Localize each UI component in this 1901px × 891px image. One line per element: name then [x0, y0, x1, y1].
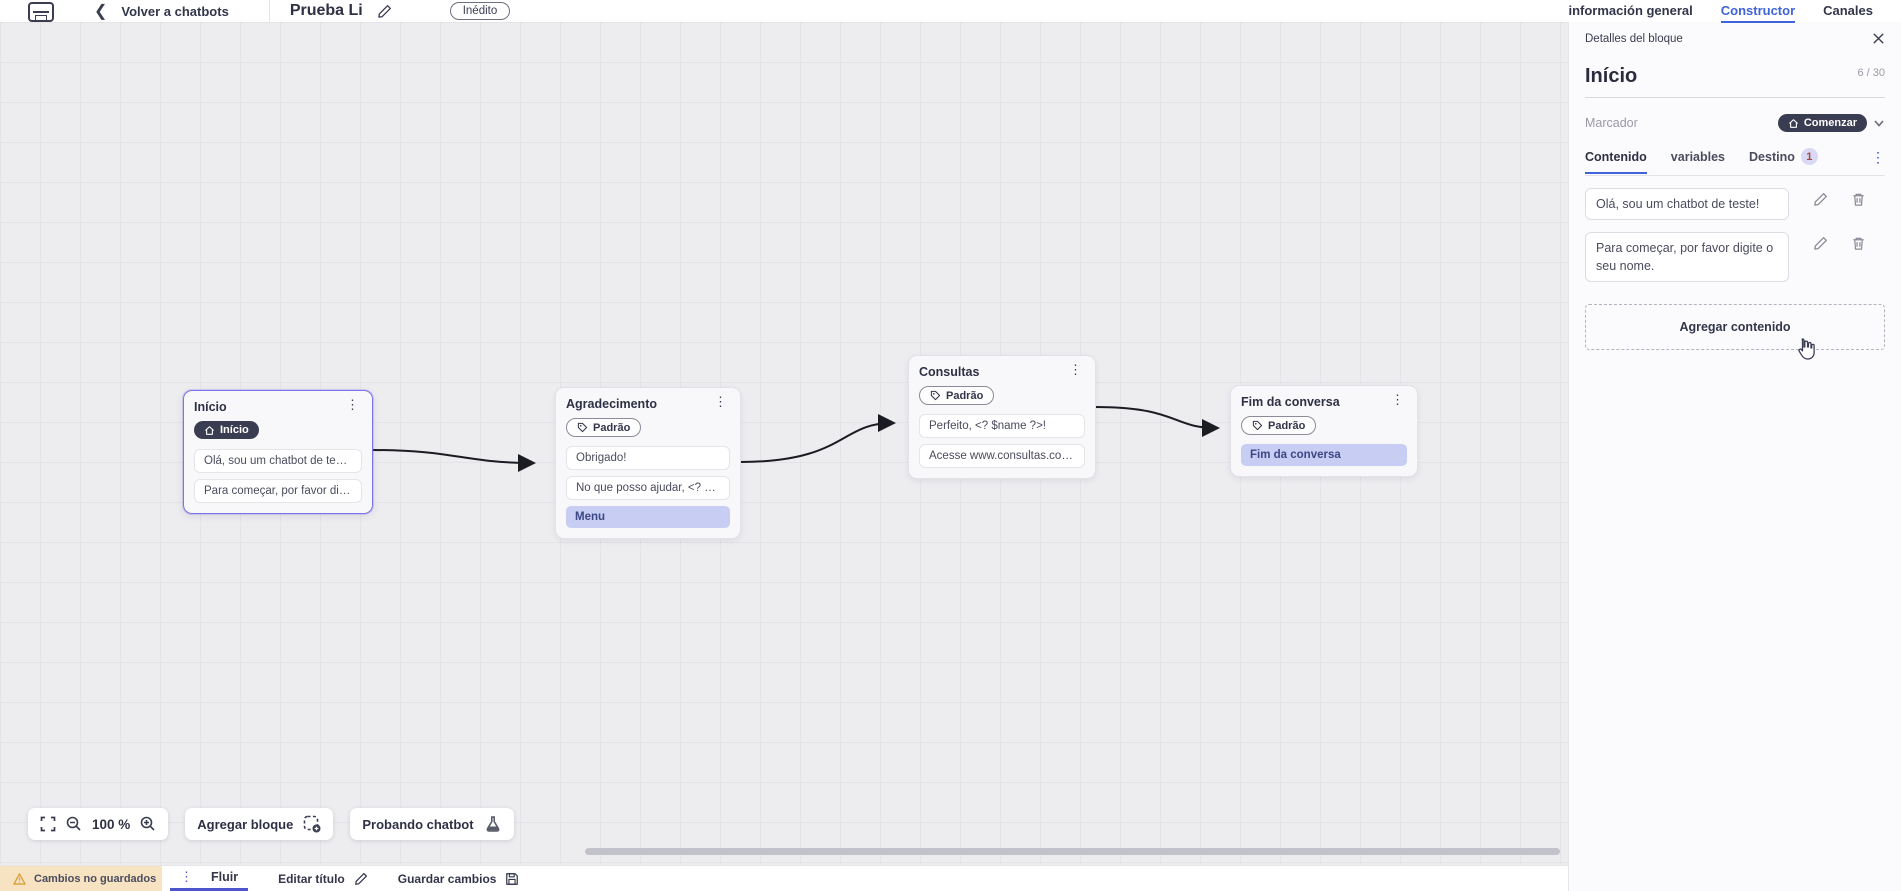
zoom-controls: 100 %	[28, 808, 169, 840]
char-counter: 6 / 30	[1857, 67, 1885, 79]
unsaved-changes-indicator: Cambios no guardados	[0, 866, 162, 891]
edge-agradecimento-consultas	[739, 414, 896, 463]
close-icon[interactable]	[1872, 32, 1885, 45]
bottombar: Cambios no guardados ⋮ Fluir Editar títu…	[0, 865, 1568, 891]
kebab-menu-icon[interactable]: ⋮	[1069, 362, 1082, 377]
block-title-input[interactable]: Início 6 / 30	[1585, 65, 1885, 98]
content-item: Olá, sou um chatbot de teste!	[1585, 188, 1885, 221]
kebab-menu-icon[interactable]: ⋮	[1871, 149, 1885, 165]
home-icon	[205, 425, 214, 435]
tab-variables[interactable]: variables	[1670, 149, 1726, 164]
flow-connections	[371, 406, 1220, 472]
content-text[interactable]: Olá, sou um chatbot de teste!	[1585, 188, 1789, 221]
node-agradecimento[interactable]: Agradecimento ⋮ Padrão Obrigado! No que …	[555, 387, 741, 539]
flow-tab-label: Fluir	[211, 870, 239, 884]
message-card[interactable]: Acesse www.consultas.com par...	[919, 444, 1085, 468]
edit-content-icon[interactable]	[1813, 236, 1828, 251]
status-badge: Inédito	[449, 2, 511, 20]
canvas-toolbar: 100 % Agregar bloque Probando chatbot	[28, 808, 514, 840]
tab-destino[interactable]: Destino 1	[1749, 148, 1818, 175]
start-badge: Início	[194, 421, 259, 439]
panel-tabs: Contenido variables Destino 1 ⋮	[1585, 148, 1885, 176]
chevron-down-icon[interactable]	[1873, 117, 1885, 129]
edit-content-icon[interactable]	[1813, 192, 1828, 207]
destino-count-badge: 1	[1800, 148, 1818, 165]
tab-general-info[interactable]: información general	[1568, 3, 1693, 18]
node-fim-da-conversa[interactable]: Fim da conversa ⋮ Padrão Fim da conversa	[1230, 385, 1418, 477]
edit-title-icon[interactable]	[377, 4, 392, 19]
back-chevron-icon[interactable]: ❮	[94, 3, 108, 20]
edge-consultas-fim	[1094, 406, 1220, 437]
save-changes-label: Guardar cambios	[397, 871, 497, 886]
default-badge: Padrão	[1241, 416, 1317, 435]
node-title: Agradecimento	[566, 397, 657, 411]
kebab-menu-icon[interactable]: ⋮	[1391, 392, 1404, 407]
tag-icon	[577, 422, 588, 433]
chatbot-title: Prueba Li	[289, 2, 363, 19]
fullscreen-icon[interactable]	[40, 816, 56, 832]
node-title: Fim da conversa	[1241, 395, 1340, 409]
save-icon	[506, 872, 519, 885]
block-title-value: Início	[1585, 65, 1638, 87]
panel-title: Detalles del bloque	[1585, 32, 1683, 45]
tab-contenido[interactable]: Contenido	[1585, 150, 1647, 174]
warning-icon	[13, 872, 26, 885]
node-title: Início	[194, 400, 227, 414]
tab-constructor[interactable]: Constructor	[1720, 3, 1796, 23]
home-icon	[1788, 118, 1798, 128]
edit-title-button[interactable]: Editar título	[278, 866, 368, 891]
zoom-in-icon[interactable]	[140, 816, 156, 832]
horizontal-scrollbar[interactable]	[585, 848, 1560, 855]
edit-title-label: Editar título	[278, 871, 345, 886]
message-card[interactable]: Perfeito, <? $name ?>!	[919, 414, 1085, 438]
tag-icon	[1252, 420, 1263, 431]
delete-content-icon[interactable]	[1851, 192, 1866, 207]
add-block-label: Agregar bloque	[197, 816, 294, 832]
block-details-panel: Detalles del bloque Início 6 / 30 Marcad…	[1568, 22, 1901, 891]
zoom-out-icon[interactable]	[66, 816, 82, 832]
kebab-menu-icon[interactable]: ⋮	[180, 869, 193, 884]
default-badge: Padrão	[566, 418, 642, 437]
node-title: Consultas	[919, 365, 980, 379]
message-card[interactable]: No que posso ajudar, <? $name ...	[566, 476, 730, 500]
node-inicio[interactable]: Início ⋮ Início Olá, sou um chatbot de t…	[183, 390, 373, 514]
default-badge: Padrão	[919, 386, 995, 405]
topbar-divider	[268, 0, 270, 22]
add-block-icon	[304, 815, 321, 833]
add-content-button[interactable]: Agregar contenido	[1585, 304, 1885, 351]
topbar: ❮ Volver a chatbots Prueba Li Inédito in…	[0, 0, 1901, 23]
flow-canvas[interactable]: Início ⋮ Início Olá, sou um chatbot de t…	[0, 22, 1568, 865]
test-chatbot-label: Probando chatbot	[362, 816, 474, 832]
save-changes-button[interactable]: Guardar cambios	[398, 866, 520, 891]
menu-button[interactable]: Menu	[566, 506, 730, 528]
flow-tab[interactable]: ⋮ Fluir	[170, 866, 249, 891]
content-item: Para começar, por favor digite o seu nom…	[1585, 232, 1885, 283]
zoom-level: 100 %	[92, 816, 131, 832]
message-card[interactable]: Olá, sou um chatbot de teste!	[194, 448, 362, 473]
unsaved-changes-label: Cambios no guardados	[34, 872, 157, 885]
marker-label: Marcador	[1585, 116, 1638, 130]
start-marker-pill[interactable]: Comenzar	[1777, 114, 1867, 132]
back-to-chatbots-link[interactable]: Volver a chatbots	[121, 3, 229, 19]
edge-inicio-agradecimento	[371, 449, 536, 472]
test-chatbot-button[interactable]: Probando chatbot	[350, 808, 514, 840]
add-block-button[interactable]: Agregar bloque	[185, 808, 334, 840]
message-card[interactable]: Para começar, por favor digite o ...	[194, 478, 362, 503]
marker-select[interactable]: Comenzar	[1777, 114, 1885, 132]
node-consultas[interactable]: Consultas ⋮ Padrão Perfeito, <? $name ?>…	[908, 355, 1096, 479]
content-text[interactable]: Para começar, por favor digite o seu nom…	[1585, 232, 1789, 283]
flask-icon	[486, 816, 500, 832]
kebab-menu-icon[interactable]: ⋮	[714, 394, 727, 409]
kebab-menu-icon[interactable]: ⋮	[346, 397, 359, 412]
pencil-icon	[354, 872, 367, 885]
end-conversation-button[interactable]: Fim da conversa	[1241, 444, 1407, 466]
tag-icon	[930, 390, 941, 401]
tab-channels[interactable]: Canales	[1823, 3, 1873, 18]
message-card[interactable]: Obrigado!	[566, 446, 730, 470]
delete-content-icon[interactable]	[1851, 236, 1866, 251]
app-logo	[28, 2, 54, 22]
main-tabs: información general Constructor Canales	[1568, 0, 1873, 23]
